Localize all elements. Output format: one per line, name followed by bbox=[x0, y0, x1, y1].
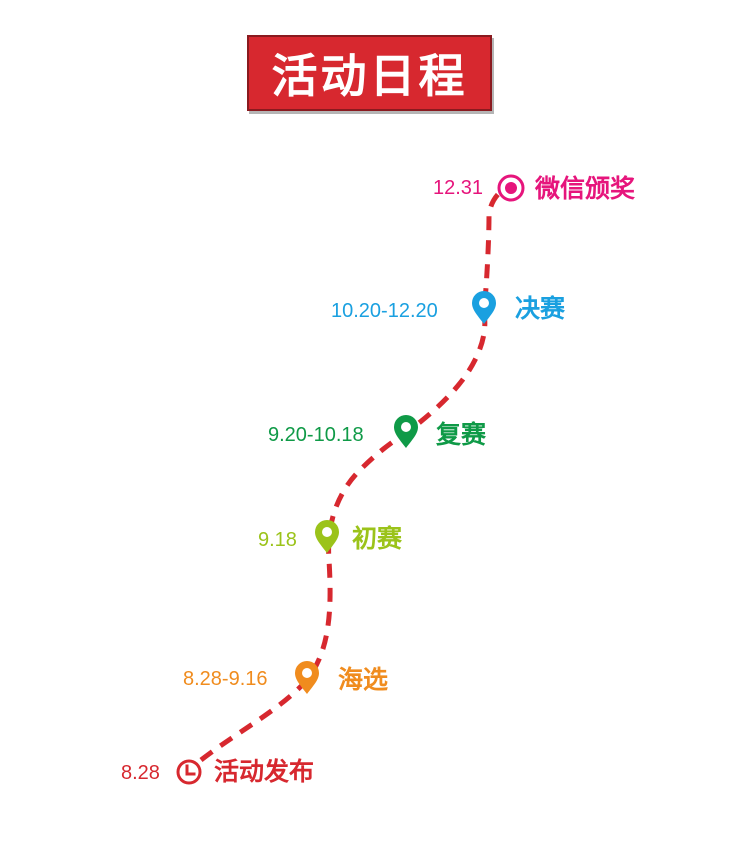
stop-date-preliminary: 9.18 bbox=[258, 529, 297, 551]
target-icon bbox=[497, 174, 525, 202]
map-pin-icon bbox=[472, 291, 496, 324]
clock-icon bbox=[176, 759, 202, 785]
map-pin-icon bbox=[394, 415, 418, 448]
stop-date-semifinal: 9.20-10.18 bbox=[268, 424, 364, 446]
map-pin-icon bbox=[295, 661, 319, 694]
stop-date-launch: 8.28 bbox=[121, 762, 160, 784]
stop-label-audition: 海选 bbox=[338, 665, 389, 694]
stop-label-semifinal: 复赛 bbox=[436, 420, 487, 449]
stop-date-award: 12.31 bbox=[433, 177, 484, 199]
page-title: 活动日程 bbox=[271, 49, 468, 103]
stop-label-preliminary: 初赛 bbox=[352, 524, 403, 553]
stop-label-final: 决赛 bbox=[515, 294, 566, 323]
stop-date-final: 10.20-12.20 bbox=[331, 300, 438, 322]
stop-label-launch: 活动发布 bbox=[214, 757, 315, 786]
stop-label-award: 微信颁奖 bbox=[535, 174, 636, 203]
stop-date-audition: 8.28-9.16 bbox=[183, 668, 268, 690]
title-banner: 活动日程 bbox=[247, 35, 492, 111]
map-pin-icon bbox=[315, 520, 339, 553]
